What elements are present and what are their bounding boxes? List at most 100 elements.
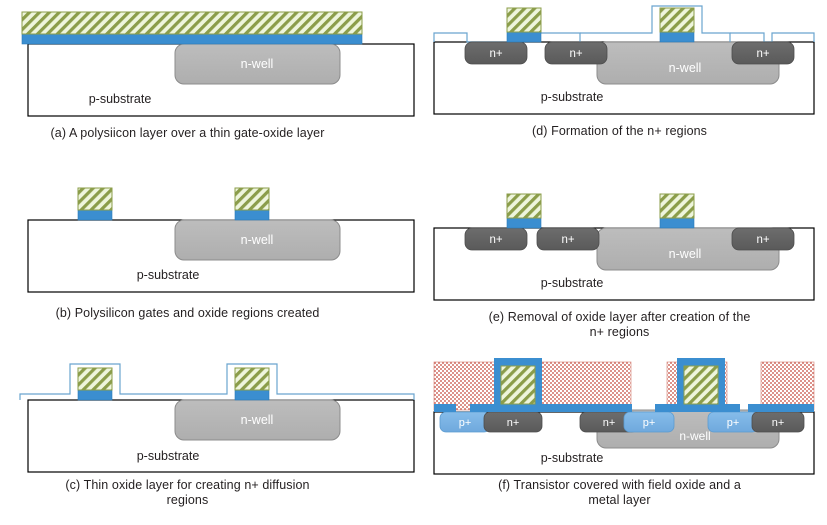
panel-e-caption-line-2: n+ regions	[589, 325, 650, 339]
n-plus-region-1: n+	[464, 41, 528, 65]
panel-c-caption-line-2: regions	[166, 493, 209, 507]
panel-a: n-well p-substrate	[0, 0, 420, 125]
metal-contact-4	[714, 404, 740, 412]
polysilicon-gate-1	[500, 365, 536, 405]
gate-stack-2	[659, 7, 695, 43]
p-plus-label-3: p+	[727, 417, 740, 429]
p-plus-label-2: p+	[643, 417, 656, 429]
gate-oxide-1	[506, 31, 542, 43]
n-plus-region-1: n+	[464, 227, 528, 251]
p-substrate-label: p-substrate	[137, 449, 200, 463]
metal-contact-3	[655, 404, 683, 412]
gate-oxide-2	[659, 31, 695, 43]
metal-run-2	[748, 404, 814, 412]
panel-f-caption-line-1: (f) Transistor covered with field oxide …	[498, 478, 741, 492]
n-plus-region-2: n+	[544, 41, 608, 65]
panel-c: n-well p-substrate	[0, 352, 420, 477]
gate-stack-2	[234, 367, 270, 401]
panel-d-diagram: n-well n+ n+ n+	[433, 5, 815, 115]
polysilicon-blanket-layer	[21, 11, 363, 35]
n-plus-label-2: n+	[603, 417, 616, 429]
gate-oxide-2	[234, 209, 270, 221]
p-plus-label-1: p+	[459, 417, 472, 429]
panel-b-caption: (b) Polysilicon gates and oxide regions …	[0, 306, 375, 321]
p-substrate-label: p-substrate	[89, 92, 152, 106]
panel-e-diagram: n-well n+ n+ n+ p-substrate	[433, 193, 815, 301]
polysilicon-gate-2	[683, 365, 719, 405]
panel-d: n-well n+ n+ n+	[412, 0, 827, 122]
metal-contact-1	[434, 404, 456, 412]
field-oxide-block-2	[537, 361, 632, 411]
n-plus-region-2: n+	[536, 227, 600, 251]
panel-c-diagram: n-well p-substrate	[19, 363, 415, 473]
panel-a-caption: (a) A polysiicon layer over a thin gate-…	[0, 126, 375, 141]
panel-a-diagram: n-well p-substrate	[21, 11, 415, 117]
p-substrate-label: p-substrate	[541, 90, 604, 104]
n-plus-region-3: n+	[751, 411, 805, 433]
n-well-label: n-well	[241, 413, 274, 427]
gate-stack-1	[494, 358, 542, 412]
polysilicon-gate-2	[659, 193, 695, 219]
thin-oxide-window-mid	[580, 5, 731, 42]
n-plus-region-1: n+	[483, 411, 543, 433]
gate-oxide-1	[77, 389, 113, 401]
n-plus-label-3: n+	[756, 48, 769, 60]
thin-oxide-layer-outline	[19, 363, 415, 400]
panel-b-caption-line-1: (b) Polysilicon gates and oxide regions …	[55, 306, 320, 320]
p-plus-region-2: p+	[623, 411, 675, 433]
n-well-label: n-well	[669, 247, 702, 261]
panel-f-caption-line-2: metal layer	[588, 493, 651, 507]
gate-stack-1	[77, 187, 113, 221]
polysilicon-gate-1	[77, 367, 113, 391]
polysilicon-gate-2	[659, 7, 695, 33]
gate-stack-2	[234, 187, 270, 221]
n-plus-region-3: n+	[731, 41, 795, 65]
field-oxide-block-1	[433, 361, 500, 411]
p-substrate-label: p-substrate	[541, 276, 604, 290]
gate-oxide-2	[659, 217, 695, 229]
panel-e-caption-line-1: (e) Removal of oxide layer after creatio…	[488, 310, 751, 324]
panel-f: n-well p+ n+ n+ p+ p+	[412, 352, 827, 480]
n-well-label: n-well	[241, 57, 274, 71]
gate-stack-2	[659, 193, 695, 229]
panel-e: n-well n+ n+ n+ p-substrate	[412, 180, 827, 305]
n-well-label: n-well	[669, 61, 702, 75]
gate-stack-1	[506, 7, 542, 43]
panel-b-diagram: n-well p-substrate	[27, 187, 415, 293]
panel-d-caption-line-1: (d) Formation of the n+ regions	[531, 124, 708, 138]
gate-oxide-1	[506, 217, 542, 229]
panel-f-caption: (f) Transistor covered with field oxide …	[432, 478, 807, 508]
n-plus-label-2: n+	[561, 234, 574, 246]
panel-f-diagram: n-well p+ n+ n+ p+ p+	[433, 358, 815, 475]
n-plus-label-3: n+	[772, 417, 785, 429]
p-substrate-label: p-substrate	[137, 268, 200, 282]
polysilicon-gate-1	[506, 193, 542, 219]
polysilicon-gate-2	[234, 187, 270, 211]
n-well-label: n-well	[241, 233, 274, 247]
n-plus-region-3: n+	[731, 227, 795, 251]
p-substrate-label: p-substrate	[541, 451, 604, 465]
panel-c-caption: (c) Thin oxide layer for creating n+ dif…	[0, 478, 375, 508]
n-plus-label-1: n+	[489, 48, 502, 60]
gate-stack-1	[506, 193, 542, 229]
gate-oxide-blanket	[21, 33, 363, 45]
metal-contact-2	[470, 404, 500, 412]
metal-run-1	[532, 404, 632, 412]
panel-c-caption-line-1: (c) Thin oxide layer for creating n+ dif…	[65, 478, 310, 492]
gate-oxide-1	[77, 209, 113, 221]
n-plus-label-1: n+	[489, 234, 502, 246]
panel-b: n-well p-substrate	[0, 180, 420, 300]
gate-stack-2	[677, 358, 725, 412]
p-plus-region-1: p+	[439, 411, 491, 433]
n-well-label: n-well	[679, 429, 710, 443]
panel-d-caption: (d) Formation of the n+ regions	[432, 124, 807, 139]
panel-a-caption-line-1: (a) A polysiicon layer over a thin gate-…	[50, 126, 325, 140]
gate-stack-1	[77, 367, 113, 401]
thin-oxide-window-right	[730, 32, 815, 43]
polysilicon-gate-1	[77, 187, 113, 211]
polysilicon-gate-2	[234, 367, 270, 391]
panel-e-caption: (e) Removal of oxide layer after creatio…	[432, 310, 807, 340]
n-plus-label-3: n+	[756, 234, 769, 246]
n-plus-label-2: n+	[569, 48, 582, 60]
